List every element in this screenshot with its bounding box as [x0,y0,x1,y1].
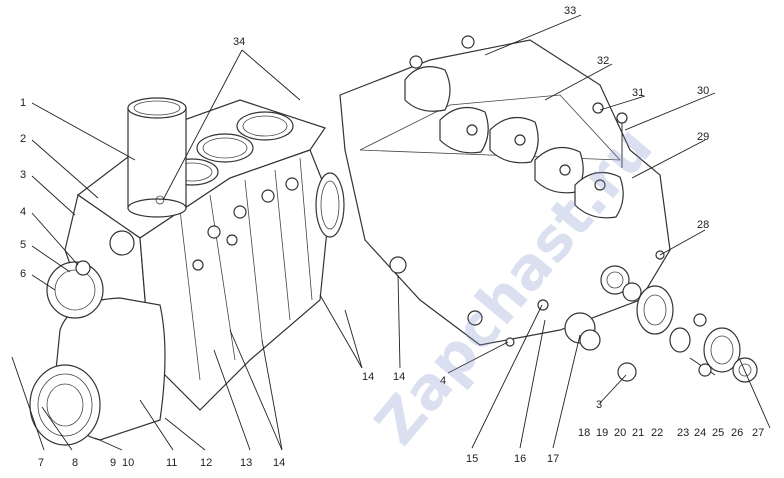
callout-7: 7 [38,457,44,469]
callout-18: 18 [578,427,590,439]
callout-6: 6 [20,268,26,280]
callout-33: 33 [564,5,576,17]
callout-14-middle: 14 [362,371,374,383]
callout-15: 15 [466,453,478,465]
callout-1: 1 [20,97,26,109]
callout-4: 4 [20,206,26,218]
callout-2: 2 [20,133,26,145]
callout-14-left: 14 [273,457,285,469]
callout-4-right: 4 [440,375,446,387]
callout-25: 25 [712,427,724,439]
callout-14-right: 14 [393,371,405,383]
left-timing-gear [315,172,345,238]
callout-28: 28 [697,219,709,231]
callout-5: 5 [20,239,26,251]
callout-17: 17 [547,453,559,465]
right-cylinder-block [339,35,671,382]
callout-34: 34 [233,36,245,48]
callout-10: 10 [122,457,134,469]
callout-8: 8 [72,457,78,469]
callout-26: 26 [731,427,743,439]
callout-31: 31 [632,87,644,99]
callout-23: 23 [677,427,689,439]
callout-32: 32 [597,55,609,67]
idler-gear-assembly [636,285,758,383]
callout-21: 21 [632,427,644,439]
callout-12: 12 [200,457,212,469]
callout-3: 3 [20,169,26,181]
callout-20: 20 [614,427,626,439]
callout-13: 13 [240,457,252,469]
callout-22: 22 [651,427,663,439]
callout-27: 27 [752,427,764,439]
callout-labels: 1 2 3 4 5 6 7 8 9 10 11 12 13 14 14 14 4… [20,5,764,469]
callout-16: 16 [514,453,526,465]
rear-cover-assembly [29,230,166,446]
callout-3-right: 3 [596,399,602,411]
callout-30: 30 [697,85,709,97]
callout-9: 9 [110,457,116,469]
callout-19: 19 [596,427,608,439]
cylinder-liner [127,97,187,218]
callout-24: 24 [694,427,706,439]
callout-11: 11 [166,457,177,469]
leader-lines [11,14,771,451]
callout-29: 29 [697,131,709,143]
